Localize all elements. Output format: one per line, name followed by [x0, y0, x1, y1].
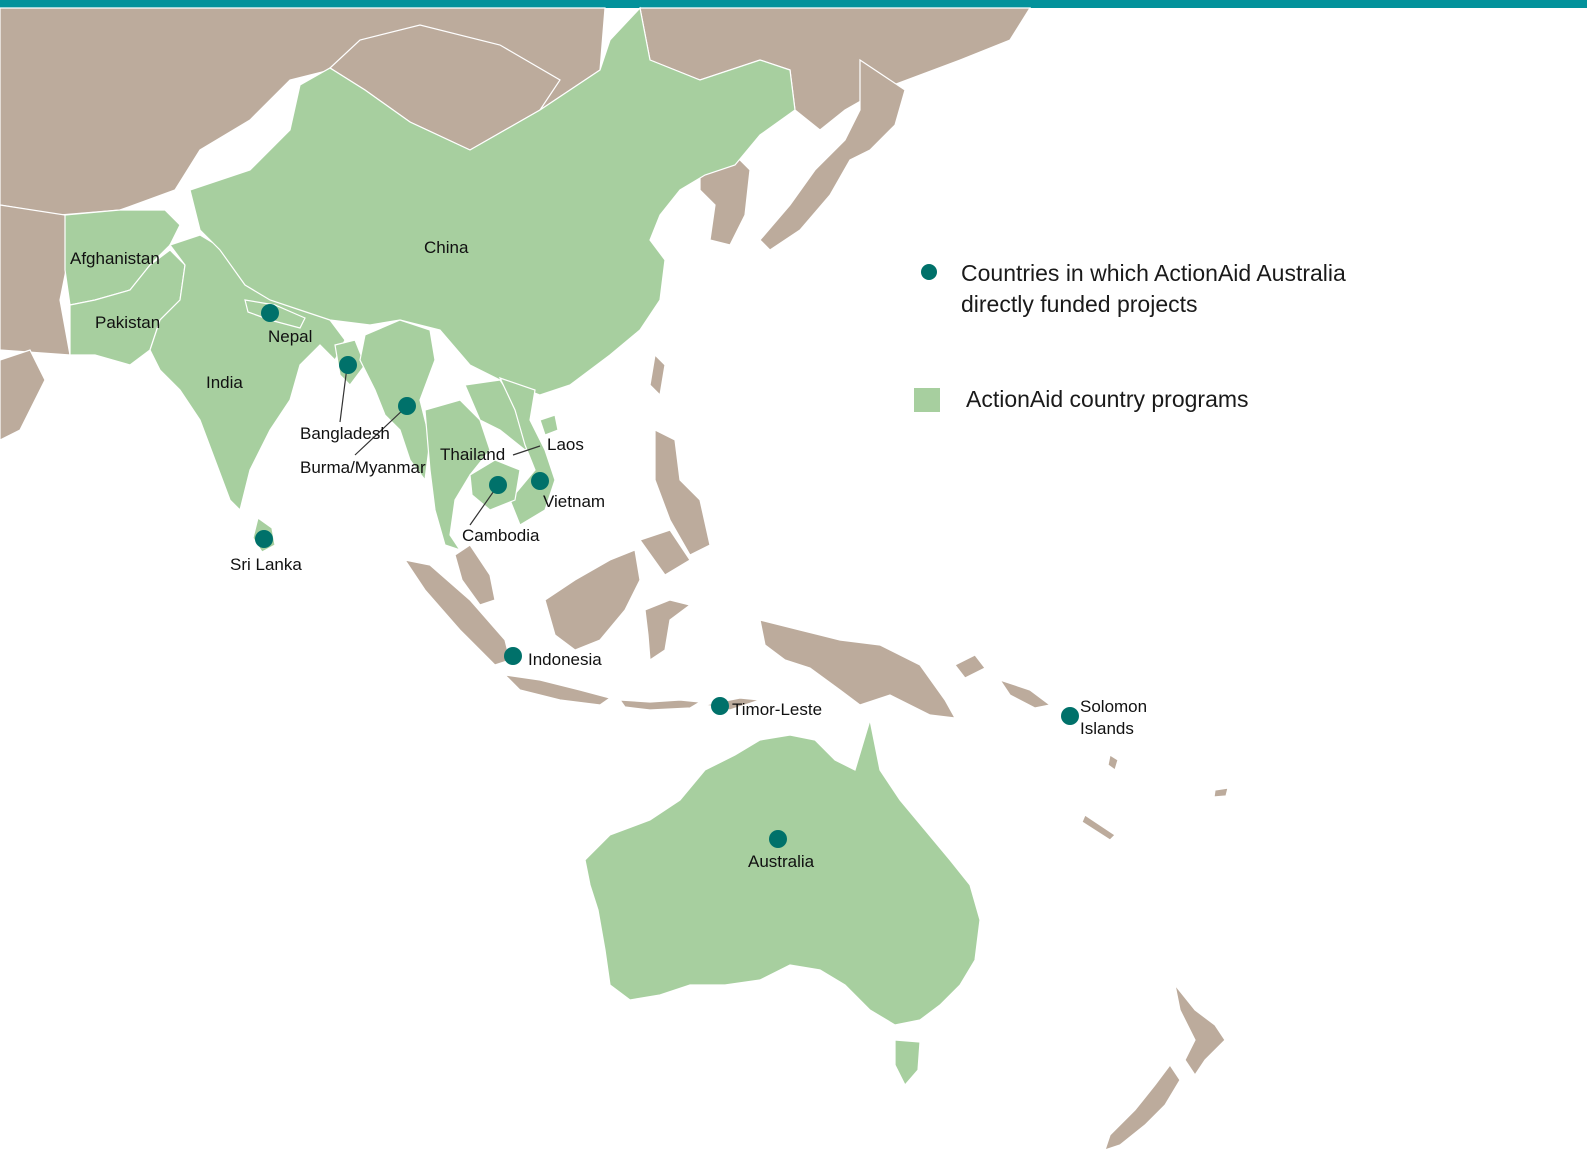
land-java: [503, 674, 612, 706]
leader-bangladesh: [339, 366, 348, 423]
land-tasmania: [894, 1039, 921, 1087]
label-timor-leste: Timor-Leste: [732, 700, 822, 719]
label-burma: Burma/Myanmar: [300, 458, 426, 477]
leader-laos: [512, 445, 541, 456]
funded-project-markers: [255, 304, 1079, 848]
marker-burma: [398, 397, 416, 415]
land-malay-peninsula: [454, 544, 496, 606]
marker-australia: [769, 830, 787, 848]
land-philippines: [654, 429, 711, 556]
legend-programs-text: ActionAid country programs: [966, 386, 1249, 412]
label-thailand: Thailand: [440, 445, 505, 464]
legend-funded-row: Countries in which ActionAid Australia d…: [914, 258, 1434, 320]
label-nepal: Nepal: [268, 327, 312, 346]
land-sulawesi: [644, 599, 692, 662]
label-vietnam: Vietnam: [543, 492, 605, 511]
map-legend: Countries in which ActionAid Australia d…: [914, 258, 1434, 479]
label-sri-lanka: Sri Lanka: [230, 555, 302, 574]
land-taiwan: [649, 353, 666, 397]
marker-vietnam: [531, 472, 549, 490]
marker-indonesia: [504, 647, 522, 665]
land-thailand: [424, 399, 491, 552]
label-china: China: [424, 238, 469, 257]
land-solomon-isl: [998, 678, 1052, 709]
label-pakistan: Pakistan: [95, 313, 160, 332]
label-bangladesh: Bangladesh: [300, 424, 390, 443]
funded-marker-icon: [921, 264, 937, 280]
top-accent-bar: [0, 0, 1587, 8]
land-japan: [759, 58, 906, 251]
marker-bangladesh: [339, 356, 357, 374]
land-lesser-sunda: [618, 699, 702, 711]
legend-funded-text: Countries in which ActionAid Australia d…: [961, 258, 1346, 320]
land-philippines-south: [639, 529, 691, 576]
legend-programs-row: ActionAid country programs: [914, 384, 1434, 415]
label-solomon-line1: Solomon: [1080, 697, 1147, 716]
marker-cambodia: [489, 476, 507, 494]
label-australia: Australia: [748, 852, 815, 871]
program-swatch-icon: [914, 388, 940, 412]
country-labels: Afghanistan Pakistan China Nepal India B…: [70, 238, 1147, 871]
marker-sri-lanka: [255, 530, 273, 548]
land-china: [189, 6, 796, 396]
land-sumatra: [403, 559, 511, 666]
marker-nepal: [261, 304, 279, 322]
land-bismarck: [954, 654, 986, 679]
land-new-guinea: [759, 619, 957, 719]
land-hainan: [539, 414, 559, 436]
land-arabia: [0, 349, 46, 441]
land-burma: [359, 319, 436, 482]
leader-burma: [354, 407, 406, 456]
label-afghanistan: Afghanistan: [70, 249, 160, 268]
land-iran: [0, 204, 71, 356]
land-australia: [584, 719, 981, 1026]
land-nz-south: [1104, 1063, 1181, 1151]
label-solomon-line2: Islands: [1080, 719, 1134, 738]
land-borneo: [544, 549, 641, 651]
legend-funded-line1: Countries in which ActionAid Australia: [961, 260, 1346, 286]
label-indonesia: Indonesia: [528, 650, 602, 669]
land-fiji: [1213, 787, 1229, 798]
leader-lines: [339, 366, 541, 526]
land-vanuatu: [1107, 754, 1119, 771]
non-program-land: [0, 7, 1229, 1151]
marker-solomon-islands: [1061, 707, 1079, 725]
label-cambodia: Cambodia: [462, 526, 540, 545]
label-india: India: [206, 373, 243, 392]
land-new-caledonia: [1081, 814, 1116, 841]
leader-cambodia: [469, 487, 497, 526]
legend-funded-line2: directly funded projects: [961, 291, 1198, 317]
label-laos: Laos: [547, 435, 584, 454]
land-nz-north: [1174, 984, 1226, 1077]
program-land: [64, 6, 981, 1087]
marker-timor-leste: [711, 697, 729, 715]
